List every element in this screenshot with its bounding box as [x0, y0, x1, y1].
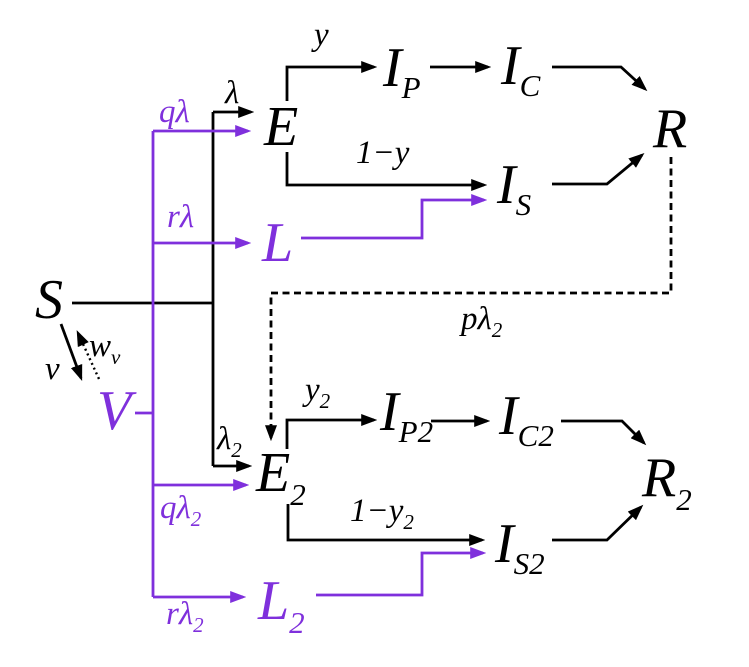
edge-V-to-S-wv-dotted: [76, 330, 101, 380]
edge-R-to-E2-dashed: [265, 157, 673, 442]
node-IC2-sub: C2: [518, 418, 554, 453]
edge-IS-to-R: [552, 152, 645, 186]
edge-E2-to-IP2: [285, 414, 378, 449]
node-IC2: IC2: [498, 385, 554, 453]
label-p-lambda2: pλ2: [459, 301, 503, 342]
label-y2-sub: 2: [320, 389, 331, 413]
node-E2: E2: [255, 442, 306, 512]
label-lambda2-base: λ: [216, 421, 231, 457]
node-L2-base: L: [257, 570, 289, 632]
node-IC2-base: I: [498, 385, 520, 447]
edge-E-to-IS: [285, 152, 488, 191]
edge-E2-to-IS2: [286, 504, 486, 546]
node-R2: R2: [641, 447, 692, 517]
label-1-minus-y2: 1−y2: [350, 493, 414, 534]
label-lambda2-sub: 2: [231, 438, 242, 462]
node-L: L: [261, 212, 293, 274]
label-y2-base: y: [302, 372, 320, 408]
label-lambda2: λ2: [216, 421, 242, 462]
label-r-lambda2-base: rλ: [166, 596, 193, 632]
node-IC-sub: C: [520, 68, 541, 103]
node-E2-base: E: [255, 442, 290, 504]
node-IS2-base: I: [494, 513, 516, 575]
label-wv-sub: v: [111, 345, 121, 369]
node-IS2-sub: S2: [514, 546, 545, 581]
edge-E-to-IP: [285, 61, 378, 101]
node-L2-sub: 2: [289, 605, 305, 640]
label-r-lambda: rλ: [167, 199, 194, 235]
label-y: y: [311, 17, 329, 53]
label-v: v: [45, 351, 60, 387]
label-y2: y2: [302, 372, 331, 413]
node-IP2-sub: P2: [398, 414, 433, 449]
node-E2-sub: 2: [290, 477, 306, 512]
edge-L2-to-IS2: [316, 547, 487, 597]
label-q-lambda2: qλ2: [160, 490, 202, 531]
node-IP2: IP2: [379, 381, 433, 449]
node-IP-sub: P: [401, 70, 421, 105]
label-q-lambda2-base: qλ: [160, 490, 191, 526]
label-p-lambda2-sub: 2: [492, 318, 503, 342]
label-1-minus-y2-base: 1−y: [350, 493, 404, 529]
node-IP2-base: I: [379, 381, 401, 443]
edge-S-to-V-v: [59, 323, 83, 382]
node-IS-base: I: [496, 154, 518, 216]
node-IC: IC: [500, 35, 541, 103]
label-wv-base: w: [89, 328, 111, 364]
label-wv: wv: [89, 328, 121, 369]
edge-IC2-to-R2: [561, 419, 647, 446]
node-V: V: [97, 380, 137, 442]
label-lambda: λ: [224, 75, 239, 111]
label-q-lambda2-sub: 2: [191, 507, 202, 531]
node-IS: IS: [496, 154, 531, 222]
edge-IS2-to-R2: [552, 504, 644, 542]
label-q-lambda: qλ: [159, 94, 190, 130]
edge-IC-to-R: [552, 65, 648, 92]
node-IP: IP: [382, 37, 421, 105]
label-1-minus-y: 1−y: [356, 135, 410, 171]
node-E: E: [263, 96, 298, 158]
label-p-lambda2-base: pλ: [459, 301, 492, 337]
node-S: S: [35, 269, 63, 331]
node-R2-base: R: [641, 447, 676, 509]
node-IP-base: I: [382, 37, 404, 99]
label-1-minus-y2-sub: 2: [403, 510, 414, 534]
node-R: R: [652, 98, 687, 160]
node-IC-base: I: [500, 35, 522, 97]
node-IS2: IS2: [494, 513, 545, 581]
label-r-lambda2-sub: 2: [193, 613, 204, 637]
node-IS-sub: S: [516, 187, 532, 222]
node-L2: L2: [257, 570, 305, 640]
edge-L-to-IS: [301, 194, 488, 240]
label-r-lambda2: rλ2: [166, 596, 204, 637]
node-R2-sub: 2: [676, 482, 692, 517]
